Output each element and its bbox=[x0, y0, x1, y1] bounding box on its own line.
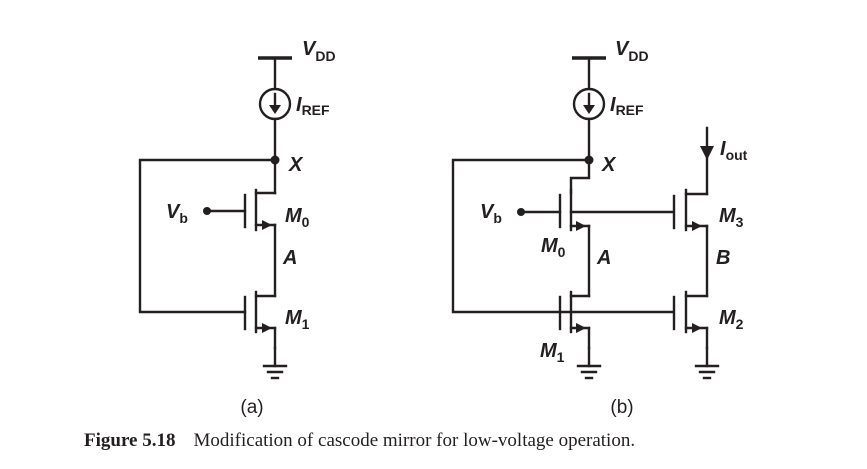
iout-arrow-icon bbox=[700, 146, 714, 160]
m3-label: M3 bbox=[719, 205, 744, 230]
iref-label-b: IREF bbox=[610, 94, 644, 118]
node-x-label-b: X bbox=[601, 154, 617, 176]
vb-label-a: Vb bbox=[166, 201, 188, 226]
subfigure-label-b: (b) bbox=[610, 397, 633, 418]
m0-label-a: M0 bbox=[285, 205, 310, 230]
node-a-label-a: A bbox=[282, 247, 297, 269]
vb-terminal-b bbox=[517, 208, 525, 216]
vdd-label-a: VDD bbox=[302, 38, 336, 64]
figure-caption: Figure 5.18 Modification of cascode mirro… bbox=[84, 430, 635, 451]
circuit-a: VDD IREF X Vb M0 A M1 (a) bbox=[138, 38, 336, 418]
circuit-b: VDD IREF X Iout Vb M0 A M3 B M1 M2 (b) bbox=[451, 38, 748, 418]
caption-text: Modification of cascode mirror for low-v… bbox=[193, 430, 635, 451]
ground-icon-a bbox=[262, 346, 288, 380]
ground-icon-b2 bbox=[694, 346, 720, 380]
iout-label: Iout bbox=[720, 138, 748, 163]
vb-terminal-a bbox=[203, 207, 211, 215]
vb-label-b: Vb bbox=[480, 201, 502, 226]
iref-label-a: IREF bbox=[296, 94, 330, 118]
subfigure-label-a: (a) bbox=[240, 397, 263, 418]
node-a-label-b: A bbox=[596, 247, 611, 269]
m1-label-a: M1 bbox=[285, 307, 310, 332]
ground-icon-b1 bbox=[576, 346, 602, 380]
node-b-label: B bbox=[716, 247, 730, 269]
caption-number: Figure 5.18 bbox=[84, 430, 175, 451]
node-x-label-a: X bbox=[288, 154, 304, 176]
m2-label: M2 bbox=[719, 307, 744, 332]
m0-label-b: M0 bbox=[541, 235, 566, 260]
vdd-label-b: VDD bbox=[615, 38, 649, 64]
m1-label-b: M1 bbox=[540, 340, 565, 365]
